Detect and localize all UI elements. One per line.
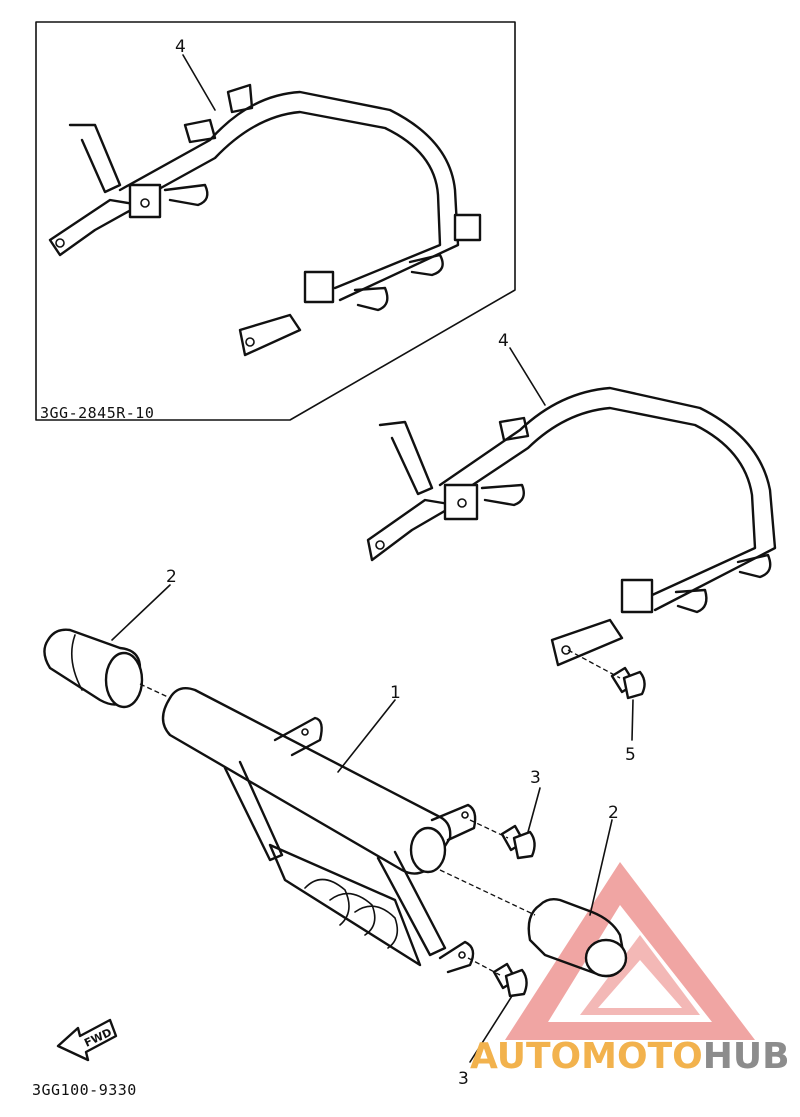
leader-1 xyxy=(337,699,396,773)
leader-2-left xyxy=(111,584,171,641)
callout-2-right: 2 xyxy=(608,803,619,823)
leader-4 xyxy=(509,347,546,406)
end-cap-left-part-2 xyxy=(43,628,144,709)
dash-line-right xyxy=(439,869,536,916)
inset-code-label: 3GG-2845R-10 xyxy=(40,404,154,422)
leader-2-right xyxy=(589,819,613,916)
bolt-part-5 xyxy=(610,666,646,700)
fwd-arrow-icon: FWD xyxy=(56,1018,118,1062)
watermark-logo xyxy=(505,862,755,1040)
callout-3-upper: 3 xyxy=(530,768,541,788)
bolt-part-3-lower xyxy=(492,962,528,998)
inset-callout-4: 4 xyxy=(175,37,186,57)
leader-5 xyxy=(631,699,634,741)
grab-bar-part-4 xyxy=(366,386,777,667)
callout-1: 1 xyxy=(390,683,401,703)
watermark-triangle-icon xyxy=(505,862,755,1040)
inset-frame xyxy=(35,21,516,421)
watermark-inner-triangle-icon xyxy=(580,935,700,1015)
watermark-text-auto: AUTOMOTO xyxy=(470,1036,703,1077)
watermark-text: AUTOMOTOHUB xyxy=(470,1036,790,1077)
leader-3-lower xyxy=(469,995,513,1063)
end-cap-right-part-2 xyxy=(527,897,628,978)
callout-4: 4 xyxy=(498,331,509,351)
inset-grab-bar xyxy=(48,83,482,357)
callout-2-left: 2 xyxy=(166,567,177,587)
page-code-label: 3GG100-9330 xyxy=(32,1081,137,1099)
inset-leader-4 xyxy=(182,54,216,111)
callout-5: 5 xyxy=(625,745,636,765)
callout-3-lower: 3 xyxy=(458,1069,469,1089)
dash-line-left xyxy=(139,683,171,699)
bolt-part-3-upper xyxy=(500,824,536,860)
frame-guard-part-1 xyxy=(161,687,477,974)
dash-line-3-lower xyxy=(467,957,501,976)
watermark-text-hub: HUB xyxy=(703,1036,790,1077)
dash-line-5 xyxy=(567,649,621,679)
leader-3-upper xyxy=(527,787,541,833)
